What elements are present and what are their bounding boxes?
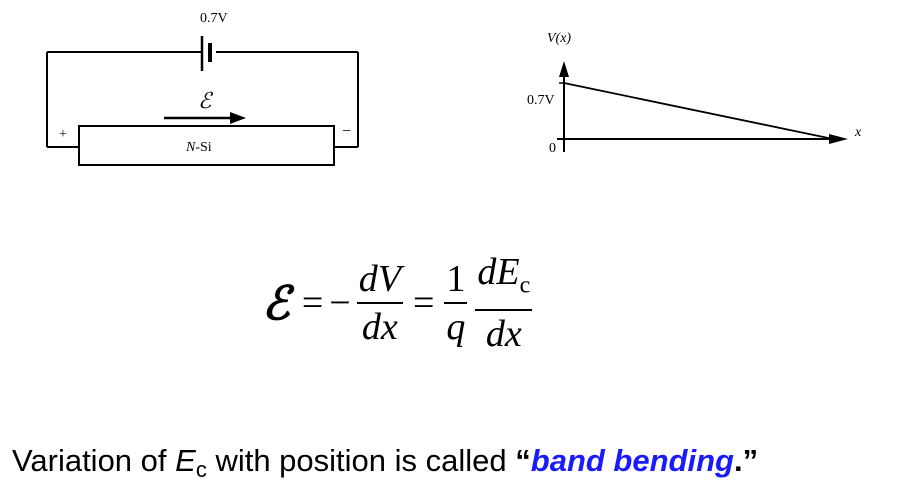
fraction-one-over-q: 1 q bbox=[444, 258, 468, 348]
fraction-dec-denominator: dx bbox=[485, 312, 522, 355]
fraction-dv-dx-denominator: dx bbox=[361, 306, 398, 348]
y-axis-arrowhead bbox=[559, 61, 569, 77]
minus-sign: − bbox=[342, 123, 351, 140]
fraction-dv-dx: dV dx bbox=[356, 258, 403, 348]
caption-highlight: band bending bbox=[530, 443, 734, 478]
plus-sign: + bbox=[59, 127, 67, 142]
y-axis-label: V(x) bbox=[547, 31, 571, 46]
caption-part1: Variation of bbox=[12, 443, 176, 478]
fraction-bar bbox=[475, 308, 533, 311]
fraction-dec-numerator: dEc bbox=[475, 251, 532, 307]
n-si-bar bbox=[78, 125, 335, 166]
caption-part2: with position is called bbox=[206, 443, 516, 478]
band-bending-caption: Variation of Ec with position is called … bbox=[12, 443, 892, 483]
fraction-dv-dx-numerator: dV bbox=[358, 258, 401, 300]
tick-label-top: 0.7V bbox=[527, 93, 555, 108]
fraction-q-denominator: q bbox=[446, 306, 466, 348]
equation-equals-2: = bbox=[412, 282, 435, 324]
fraction-dec-dx: dEc dx bbox=[475, 251, 533, 355]
x-axis-label: x bbox=[854, 125, 862, 140]
equation-minus: − bbox=[329, 282, 351, 324]
n-si-label: N-Si bbox=[185, 140, 212, 155]
equation-field-symbol: ℰ bbox=[262, 278, 290, 329]
potential-plot: V(x) x 0.7V 0 bbox=[527, 31, 862, 156]
field-arrow-head bbox=[230, 112, 246, 124]
x-axis-arrowhead bbox=[829, 134, 848, 144]
caption-ec-subscript: c bbox=[195, 457, 207, 482]
caption-close: .” bbox=[733, 443, 759, 478]
circuit-diagram: 0.7V N-Si + − ℰ bbox=[46, 11, 359, 166]
fraction-one-numerator: 1 bbox=[446, 258, 466, 300]
field-symbol: ℰ bbox=[198, 88, 214, 113]
dec-main: dE bbox=[477, 251, 520, 294]
dec-subscript: c bbox=[519, 272, 531, 299]
caption-ec-symbol: E bbox=[175, 443, 196, 478]
fraction-bar bbox=[356, 302, 403, 304]
potential-line bbox=[563, 82, 834, 140]
tick-label-zero: 0 bbox=[549, 141, 556, 156]
field-equation: ℰ = − dV dx = 1 q dEc dx bbox=[262, 248, 592, 358]
equation-equals-1: = bbox=[301, 282, 324, 324]
caption-open-quote: “ bbox=[515, 443, 531, 478]
battery-voltage-label: 0.7V bbox=[200, 11, 228, 26]
fraction-bar bbox=[444, 302, 468, 304]
